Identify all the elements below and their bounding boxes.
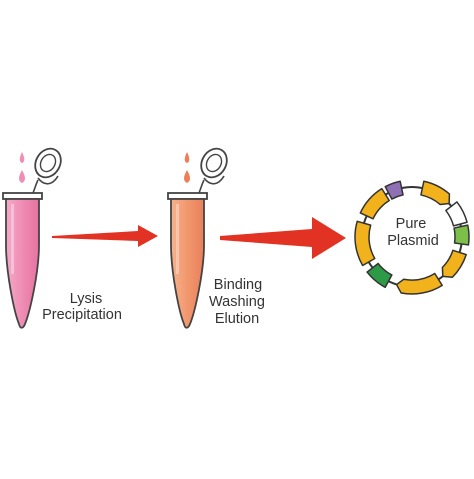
step-2-label: Binding Washing Elution xyxy=(209,277,269,327)
segment-green xyxy=(366,262,393,289)
segment-purple xyxy=(384,180,404,200)
drop-1b xyxy=(19,170,25,183)
tube-2 xyxy=(167,147,228,329)
lid-hinge-2 xyxy=(198,179,205,194)
lid-icon xyxy=(200,147,228,185)
arrow-1 xyxy=(52,225,158,247)
drop-2a xyxy=(184,152,190,163)
tube-1 xyxy=(2,147,62,329)
segment-orange-bottom xyxy=(395,272,443,295)
arrow-2 xyxy=(220,217,346,259)
segment-lightgreen xyxy=(453,224,470,246)
tube-liquid-1 xyxy=(5,198,40,329)
segment-orange-right xyxy=(441,249,467,279)
plasmid-label: Pure Plasmid xyxy=(387,216,439,249)
tube-liquid-2 xyxy=(170,198,205,329)
drop-1a xyxy=(19,152,25,163)
step-1-label: Lysis Precipitation xyxy=(42,291,122,323)
plasmid: Pure Plasmid xyxy=(354,180,470,295)
segment-white xyxy=(445,201,468,227)
segment-orange-left xyxy=(359,187,390,220)
lid-hinge-1 xyxy=(32,179,39,194)
plasmid-segments xyxy=(354,180,470,295)
segment-orange-top xyxy=(420,180,451,206)
segment-orange-lowerleft xyxy=(354,220,376,267)
lid-icon xyxy=(34,147,62,185)
drop-2b xyxy=(184,170,190,183)
